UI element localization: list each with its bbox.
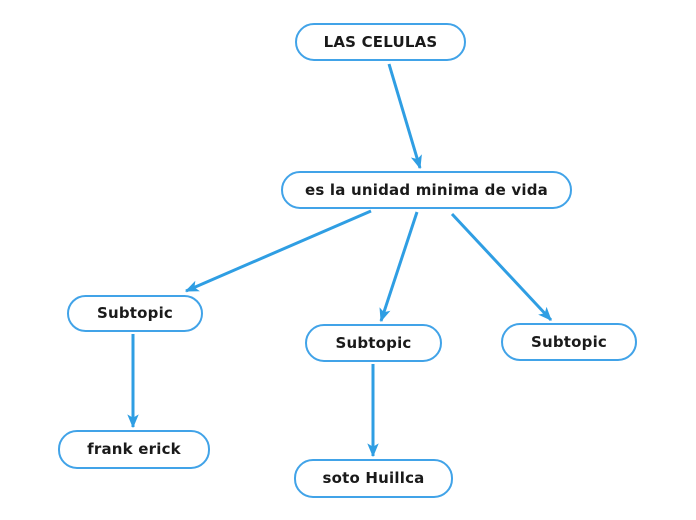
node-label: frank erick <box>87 440 181 458</box>
node-label: soto Huillca <box>322 469 425 487</box>
mindmap-node-sub-center[interactable]: Subtopic <box>305 324 442 362</box>
node-label: es la unidad minima de vida <box>304 180 548 199</box>
mindmap-node-main[interactable]: es la unidad minima de vida <box>281 171 572 209</box>
edge-root-to-main <box>387 63 422 170</box>
mindmap-node-leaf-soto[interactable]: soto Huillca <box>294 459 453 498</box>
node-label: Subtopic <box>96 304 174 322</box>
edge-main-to-sub-right <box>450 212 553 322</box>
node-label: LAS CELULAS <box>323 32 438 51</box>
node-label: Subtopic <box>335 333 412 352</box>
mindmap-node-leaf-frank[interactable]: frank erick <box>58 430 210 469</box>
mindmap-node-sub-left[interactable]: Subtopic <box>67 295 203 332</box>
mindmap-node-sub-right[interactable]: Subtopic <box>501 323 637 361</box>
node-label: Subtopic <box>530 332 608 351</box>
edge-main-to-sub-left <box>184 209 372 293</box>
mindmap-node-root[interactable]: LAS CELULAS <box>295 23 466 61</box>
edge-main-to-sub-center <box>379 211 419 323</box>
